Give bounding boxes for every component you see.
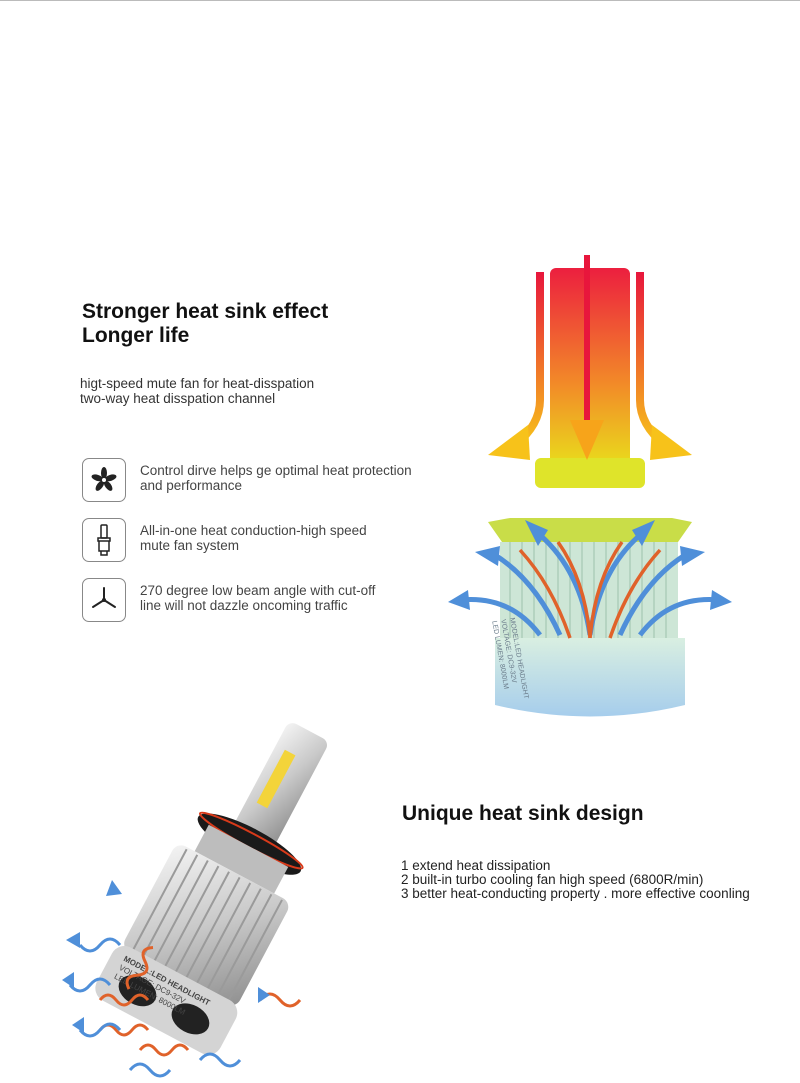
- feature-3-line-1: 270 degree low beam angle with cut-off: [140, 583, 376, 598]
- design-feature-list: 1 extend heat dissipation 2 built-in tur…: [401, 859, 750, 901]
- heat-paths: [518, 540, 662, 639]
- list-item: 1 extend heat dissipation: [401, 858, 551, 873]
- subtitle-line-2: two-way heat disspation channel: [80, 391, 276, 406]
- feature-2-line-2: mute fan system: [140, 538, 240, 553]
- bulb-flange: [488, 518, 692, 542]
- bulb-base: [495, 638, 685, 717]
- top-divider: [0, 0, 800, 1]
- led-chip: [256, 749, 296, 809]
- section-title-heat-sink: Stronger heat sink effect Longer life: [82, 300, 328, 348]
- subtitle-line-1: higt-speed mute fan for heat-disspation: [80, 376, 315, 391]
- section-title-unique-design: Unique heat sink design: [402, 802, 644, 825]
- feature-1-line-1: Control dirve helps ge optimal heat prot…: [140, 463, 412, 478]
- bulb-collar: [535, 458, 645, 488]
- list-item: 3 better heat-conducting property . more…: [401, 886, 750, 901]
- heat-arrows: [488, 255, 692, 460]
- bulb-angled-illustration: MODEL:LED HEADLIGHT VOLTAGE: DC9-32V LED…: [62, 723, 327, 1078]
- feature-1-line-2: and performance: [140, 478, 243, 493]
- feature-2-line-1: All-in-one heat conduction-high speed: [140, 523, 367, 538]
- beam-angle-icon: [82, 578, 126, 622]
- fan-vent-right: [171, 1003, 210, 1035]
- section-subtitle: higt-speed mute fan for heat-disspation …: [80, 376, 314, 406]
- bulb-tube: [235, 723, 327, 846]
- bulb-heat-flow-illustration: MODEL:LED HEADLIGHT VOLTAGE: DC9-32V LED…: [448, 255, 732, 717]
- feature-3-line-2: line will not dazzle oncoming traffic: [140, 598, 348, 613]
- feature-item-control-drive: Control dirve helps ge optimal heat prot…: [82, 458, 462, 506]
- bulb-icon: [82, 518, 126, 562]
- title-line-1: Stronger heat sink effect: [82, 300, 329, 323]
- feature-item-heat-conduction: All-in-one heat conduction-high speed mu…: [82, 518, 462, 566]
- title-line-2: Longer life: [82, 324, 190, 347]
- list-item: 2 built-in turbo cooling fan high speed …: [401, 872, 704, 887]
- feature-item-beam-angle: 270 degree low beam angle with cut-off l…: [82, 578, 462, 626]
- fan-icon: [82, 458, 126, 502]
